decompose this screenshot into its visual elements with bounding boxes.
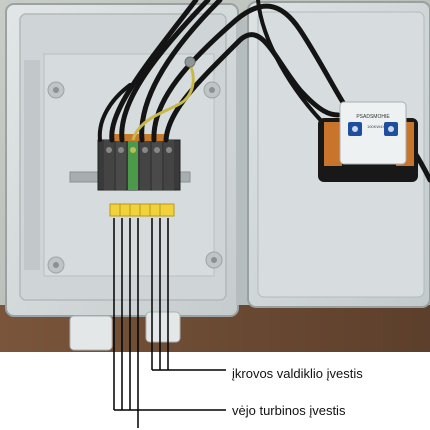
terminal-block [97, 134, 181, 191]
ground-screw [184, 56, 196, 68]
caption-area [0, 352, 430, 430]
callout-lines [113, 218, 226, 428]
charge-controller-device: PSADSMOHIE 100KW4X [318, 101, 418, 182]
wind-turbine-input-label: vėjo turbinos įvestis [232, 403, 346, 418]
charge-controller-input-label: įkrovos valdiklio įvestis [232, 366, 363, 381]
cable-glands [69, 311, 181, 351]
device-label-line2: 100KW4X [367, 124, 385, 129]
device-label-line1: PSADSMOHIE [356, 114, 390, 120]
ground-wire [131, 64, 195, 141]
terminal-label-strip [109, 203, 175, 217]
